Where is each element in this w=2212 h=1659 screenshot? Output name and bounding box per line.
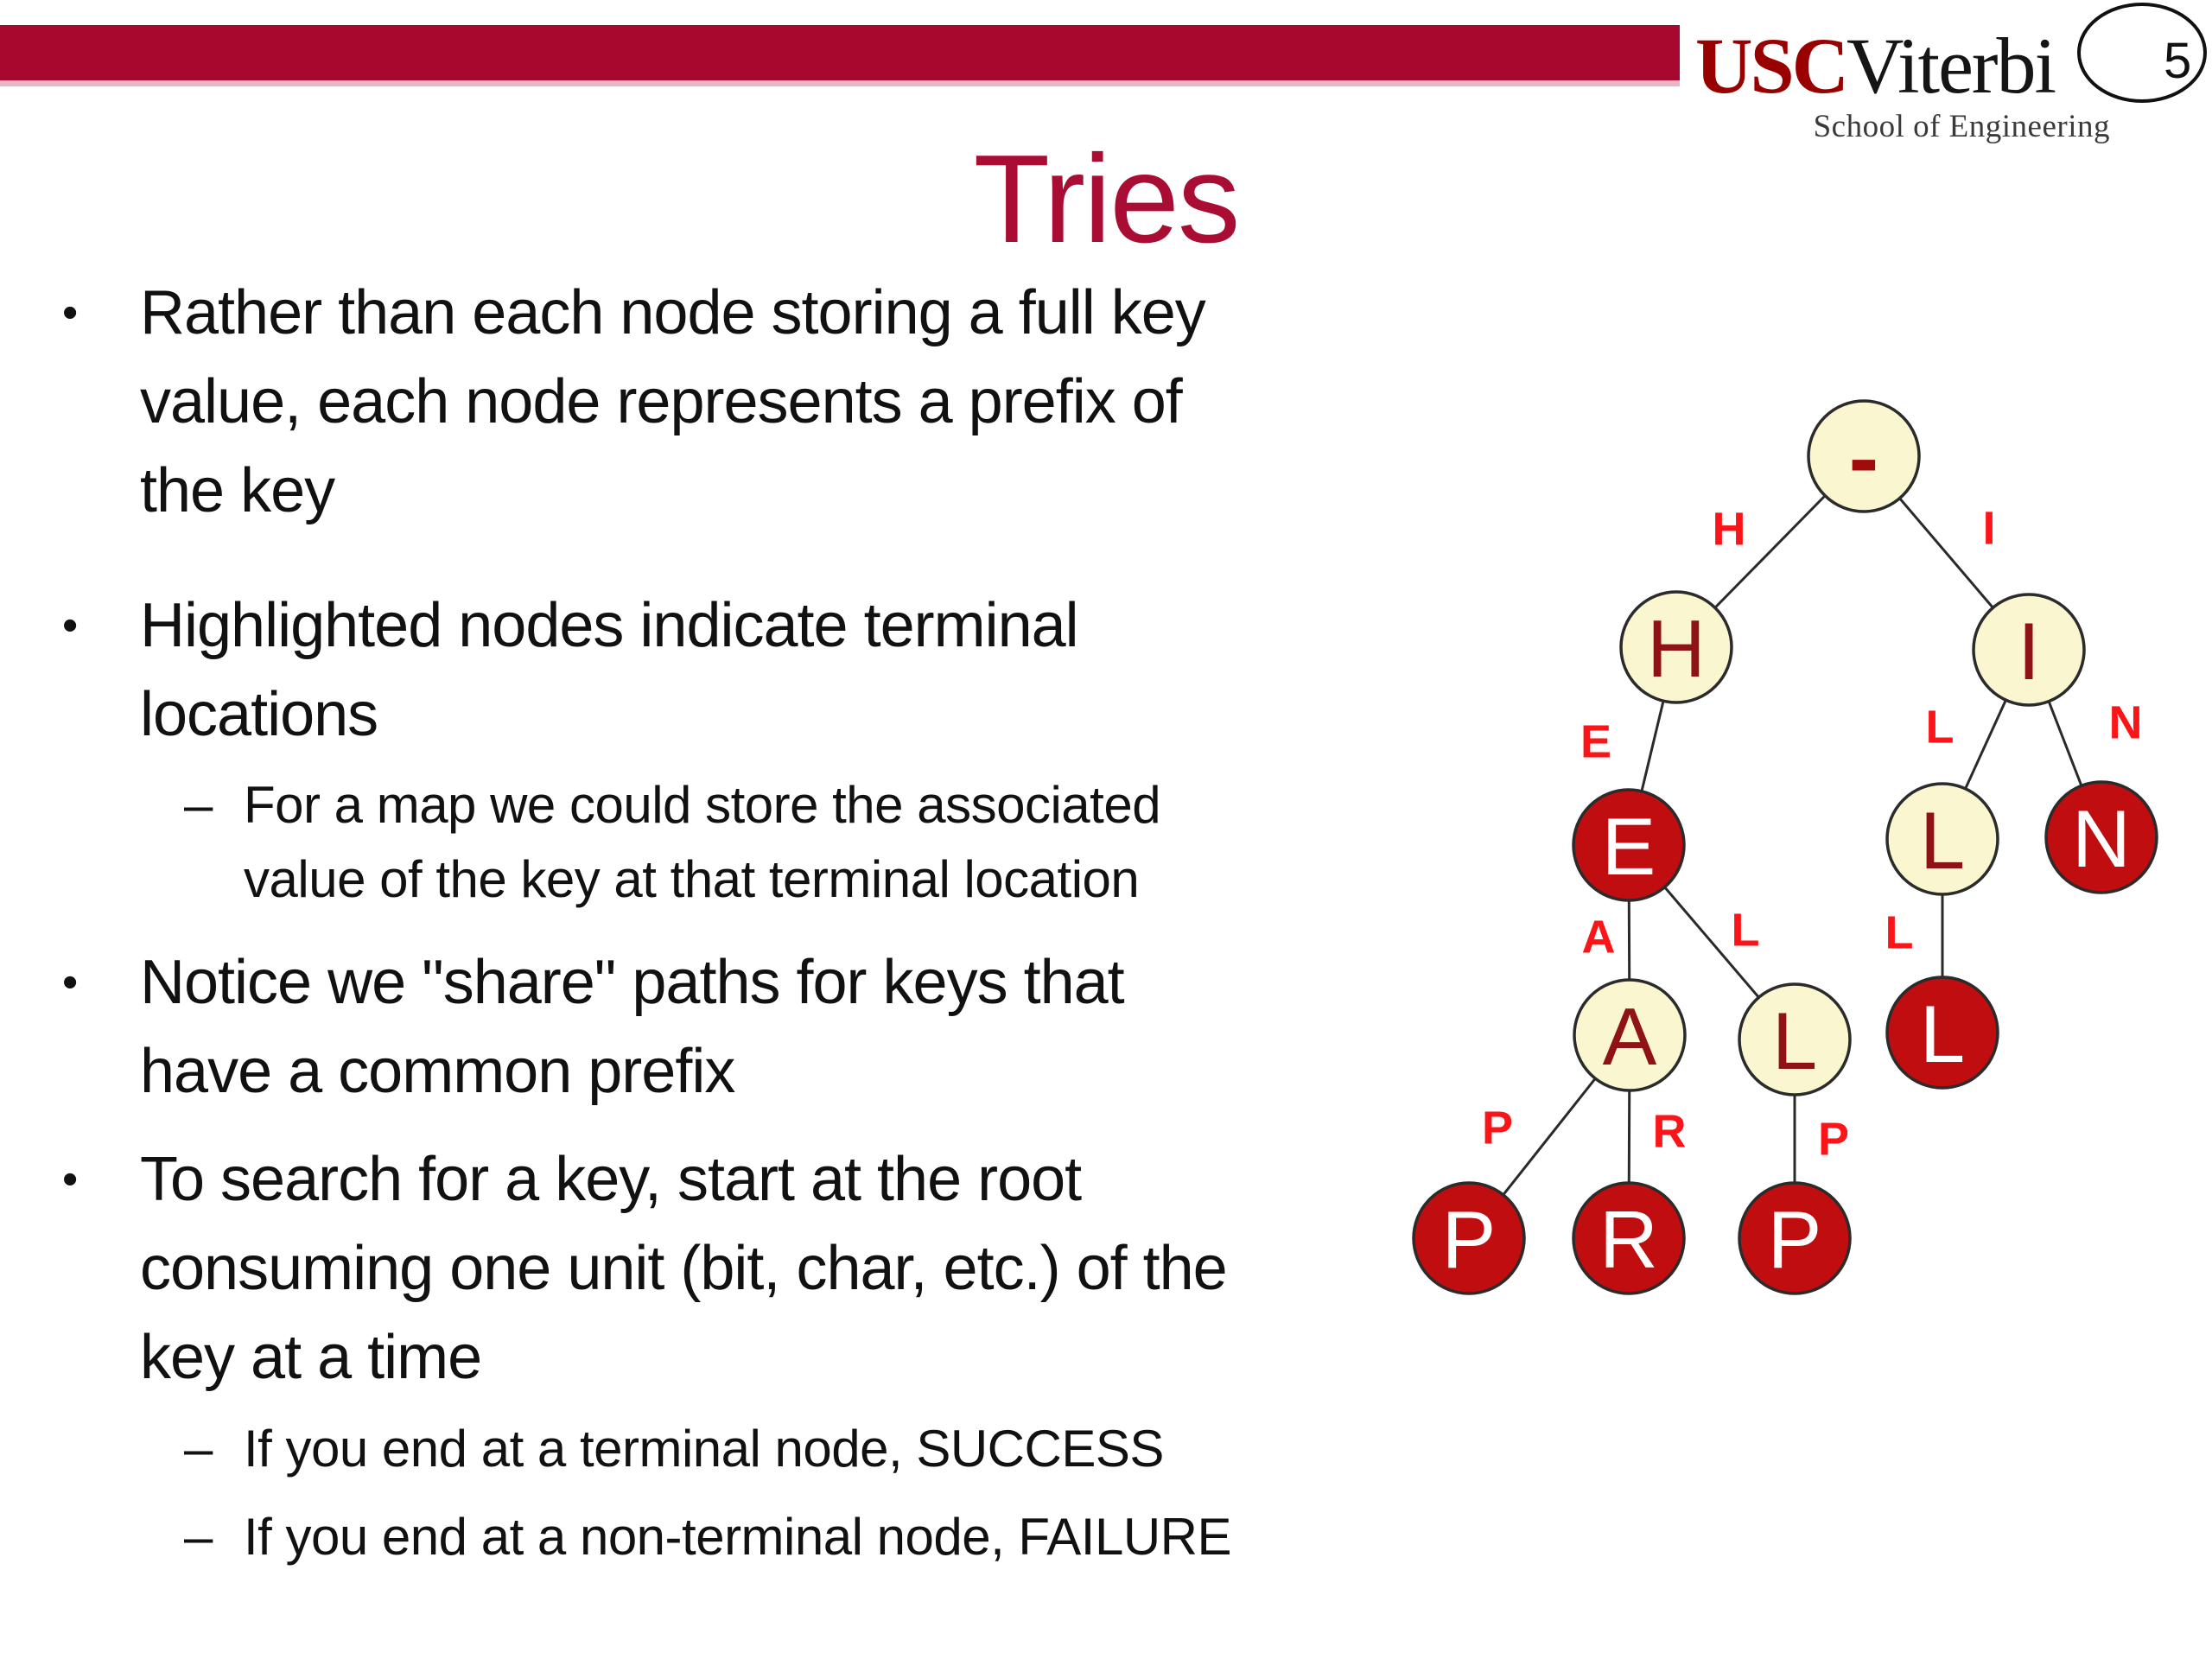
- trie-edge-label: L: [1926, 701, 1955, 753]
- bullet-line: key at a time: [140, 1323, 482, 1392]
- trie-node-label: R: [1599, 1194, 1658, 1285]
- trie-node-label: -: [1849, 408, 1879, 508]
- bullet-item: • Highlighted nodes indicate terminal lo…: [62, 582, 1079, 760]
- trie-node-label: L: [1920, 795, 1965, 886]
- trie-node-label: N: [2072, 793, 2131, 884]
- trie-node: [1619, 590, 1733, 704]
- bullet-line: For a map we could store the associated: [244, 776, 1161, 834]
- trie-edge-label: R: [1653, 1105, 1687, 1157]
- trie-edge-label: E: [1580, 715, 1611, 767]
- bullet-marker: •: [62, 601, 78, 651]
- trie-edge-label: N: [2109, 696, 2143, 748]
- bullet-line: Notice we "share" paths for keys that: [140, 948, 1125, 1017]
- logo-wordmark: USCViterbi: [1695, 26, 2127, 105]
- trie-node-label: P: [1442, 1194, 1497, 1285]
- bullet-item: • Notice we "share" paths for keys that …: [62, 938, 1125, 1116]
- logo-usc-text: USC: [1695, 22, 1849, 110]
- trie-terminal-node: [1885, 976, 1999, 1090]
- sub-bullet-item: – If you end at a terminal node, SUCCESS: [184, 1412, 1164, 1486]
- bullet-line: If you end at a non-terminal node, FAILU…: [244, 1508, 1232, 1566]
- trie-edge-label: P: [1482, 1102, 1513, 1154]
- bullet-line: If you end at a terminal node, SUCCESS: [244, 1420, 1164, 1478]
- trie-node: [1573, 978, 1687, 1092]
- bullet-line: value of the key at that terminal locati…: [244, 850, 1140, 908]
- bullet-item: • To search for a key, start at the root…: [62, 1135, 1228, 1402]
- page-number: 5: [2164, 33, 2192, 89]
- trie-node-label: I: [2018, 606, 2040, 696]
- trie-node: [1807, 399, 1921, 513]
- logo-viterbi-text: Viterbi: [1847, 22, 2056, 110]
- trie-terminal-node: [2044, 780, 2158, 894]
- bullet-line: the key: [140, 456, 335, 525]
- header-bar: [0, 25, 1680, 86]
- trie-terminal-node: [1572, 788, 1686, 902]
- trie-node-label: H: [1647, 603, 1706, 694]
- trie-node: [1738, 982, 1852, 1096]
- trie-node-label: L: [1920, 988, 1965, 1079]
- page-number-oval: 5: [2077, 3, 2207, 103]
- sub-bullet-marker: –: [184, 776, 213, 834]
- bullet-line: consuming one unit (bit, char, etc.) of …: [140, 1234, 1228, 1303]
- sub-bullet-item: – For a map we could store the associate…: [184, 768, 1161, 917]
- trie-edge-label: A: [1582, 911, 1616, 963]
- bullet-line: Rather than each node storing a full key: [140, 278, 1206, 347]
- sub-bullet-marker: –: [184, 1508, 213, 1566]
- trie-edge-label: H: [1713, 503, 1746, 555]
- trie-terminal-node: [1738, 1181, 1852, 1295]
- trie-edge-label: L: [1885, 906, 1914, 958]
- bullet-marker: •: [62, 288, 78, 338]
- bullet-line: To search for a key, start at the root: [140, 1145, 1082, 1214]
- bullet-item: • Rather than each node storing a full k…: [62, 269, 1206, 536]
- trie-node: [1972, 593, 2086, 707]
- trie-node: [1885, 782, 1999, 896]
- bullet-line: Highlighted nodes indicate terminal: [140, 591, 1079, 660]
- logo-school-text: School of Engineering: [1813, 109, 2110, 144]
- bullet-line: have a common prefix: [140, 1037, 735, 1106]
- trie-node-label: E: [1602, 801, 1656, 892]
- trie-node-label: A: [1603, 991, 1657, 1082]
- trie-edge-label: L: [1732, 904, 1760, 956]
- bullet-marker: •: [62, 1154, 78, 1205]
- sub-bullet-marker: –: [184, 1420, 213, 1478]
- trie-node-label: L: [1772, 995, 1817, 1086]
- bullet-line: locations: [140, 680, 378, 749]
- bullet-line: value, each node represents a prefix of: [140, 367, 1183, 436]
- bullet-marker: •: [62, 957, 78, 1007]
- trie-edge-label: P: [1818, 1113, 1849, 1165]
- trie-terminal-node: [1412, 1181, 1526, 1295]
- usc-viterbi-logo: USCViterbi School of Engineering: [1695, 26, 2127, 143]
- slide-title: Tries: [973, 129, 1241, 269]
- sub-bullet-item: – If you end at a non-terminal node, FAI…: [184, 1500, 1232, 1574]
- trie-node-label: P: [1768, 1194, 1822, 1285]
- trie-edge-label: I: [1982, 502, 1995, 554]
- trie-terminal-node: [1572, 1181, 1686, 1295]
